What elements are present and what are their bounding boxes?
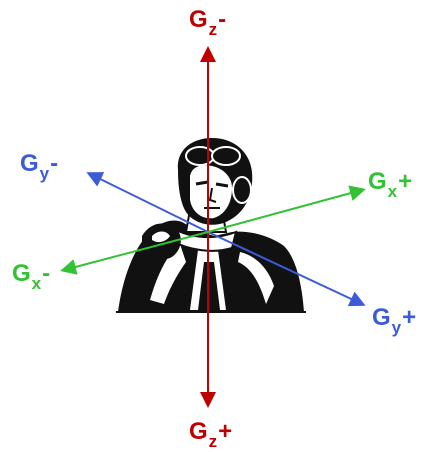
- gz-plus-subscript: z: [208, 432, 218, 451]
- gx-plus-subscript: x: [387, 182, 398, 201]
- gz-plus-letter: G: [189, 418, 208, 445]
- gy-minus-arrow: [86, 172, 209, 233]
- gx-minus-arrow: [60, 231, 209, 275]
- gx-minus-label: Gx-: [12, 260, 51, 293]
- gx-plus-label: Gx+: [368, 168, 413, 201]
- gz-minus-label: Gz-: [189, 6, 227, 39]
- gx-minus-letter: G: [12, 260, 31, 287]
- gz-plus-label: Gz+: [189, 418, 233, 451]
- gx-minus-sign: -: [42, 260, 51, 287]
- gx-plus-arrow: [207, 185, 366, 233]
- pilot-silhouette-icon: [116, 138, 306, 313]
- gx-plus-letter: G: [368, 168, 387, 195]
- gz-plus-sign: +: [218, 418, 233, 445]
- gz-minus-subscript: z: [208, 20, 218, 39]
- gy-plus-sign: +: [402, 304, 417, 331]
- gz-minus-letter: G: [189, 6, 208, 33]
- gx-minus-subscript: x: [31, 274, 42, 293]
- gx-plus-sign: +: [398, 168, 413, 195]
- gx-axis: [60, 185, 366, 275]
- gy-axis: [86, 172, 366, 307]
- gy-plus-letter: G: [372, 304, 391, 331]
- gy-minus-sign: -: [50, 150, 59, 177]
- gy-plus-arrow: [207, 231, 366, 307]
- gy-plus-label: Gy+: [372, 304, 417, 337]
- gy-minus-label: Gy-: [20, 150, 59, 183]
- gz-minus-sign: -: [218, 6, 227, 33]
- gy-minus-subscript: y: [39, 164, 50, 183]
- gy-minus-letter: G: [20, 150, 39, 177]
- gy-plus-subscript: y: [391, 318, 402, 337]
